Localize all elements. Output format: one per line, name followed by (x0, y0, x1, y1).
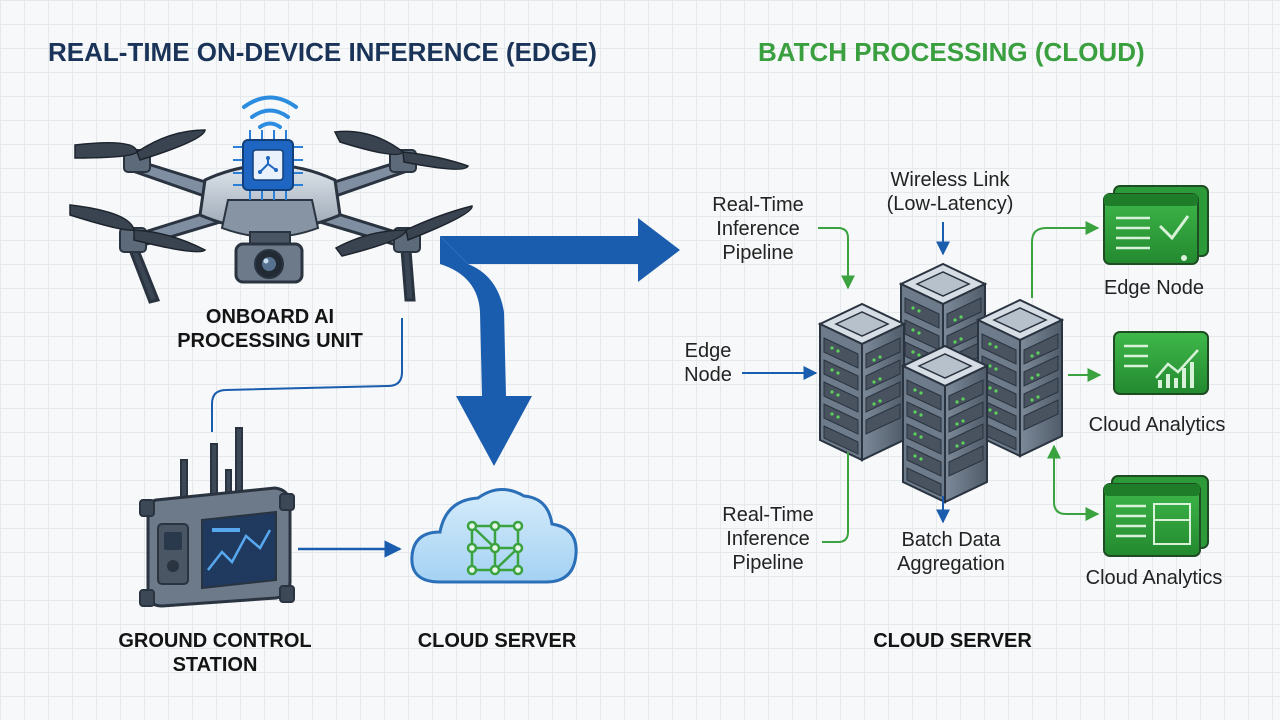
pipeline-top-label: Real-Time Inference Pipeline (712, 194, 804, 264)
edge-node-right-label: Edge Node (1103, 277, 1205, 299)
onboard-ai-label: ONBOARD AI PROCESSING UNIT (177, 306, 363, 352)
edge-node-left-label: Edge Node (684, 340, 732, 386)
dashboard-icon-top (1103, 185, 1209, 265)
cloud-server-label-right: CLOUD SERVER (873, 630, 1032, 652)
cloud-section-title: BATCH PROCESSING (CLOUD) (758, 37, 1145, 67)
dashboard-icon-bottom (1103, 475, 1209, 557)
batch-aggregation-label: Batch Data Aggregation (897, 529, 1005, 575)
edge-section-title: REAL-TIME ON-DEVICE INFERENCE (EDGE) (48, 37, 597, 67)
cloud-server-label-left: CLOUD SERVER (417, 630, 577, 652)
ground-station-label: GROUND CONTROL STATION (118, 630, 312, 676)
server-cluster-illustration (819, 263, 1063, 503)
ground-station-illustration (139, 427, 295, 608)
cloud-icon (410, 488, 578, 584)
ai-chip-icon (233, 130, 303, 200)
wifi-icon (242, 95, 298, 129)
main-flow-arrow (440, 218, 680, 466)
drone-illustration (69, 95, 473, 304)
cloud-flow-arrows (742, 221, 1102, 543)
analytics-chart-icon (1113, 331, 1209, 395)
wireless-link-label: Wireless Link (Low-Latency) (886, 169, 1014, 215)
cloud-analytics-top-label: Cloud Analytics (1088, 414, 1226, 436)
drone-ground-link (211, 318, 403, 432)
pipeline-bottom-label: Real-Time Inference Pipeline (722, 504, 814, 574)
cloud-analytics-bottom-label: Cloud Analytics (1085, 567, 1223, 589)
